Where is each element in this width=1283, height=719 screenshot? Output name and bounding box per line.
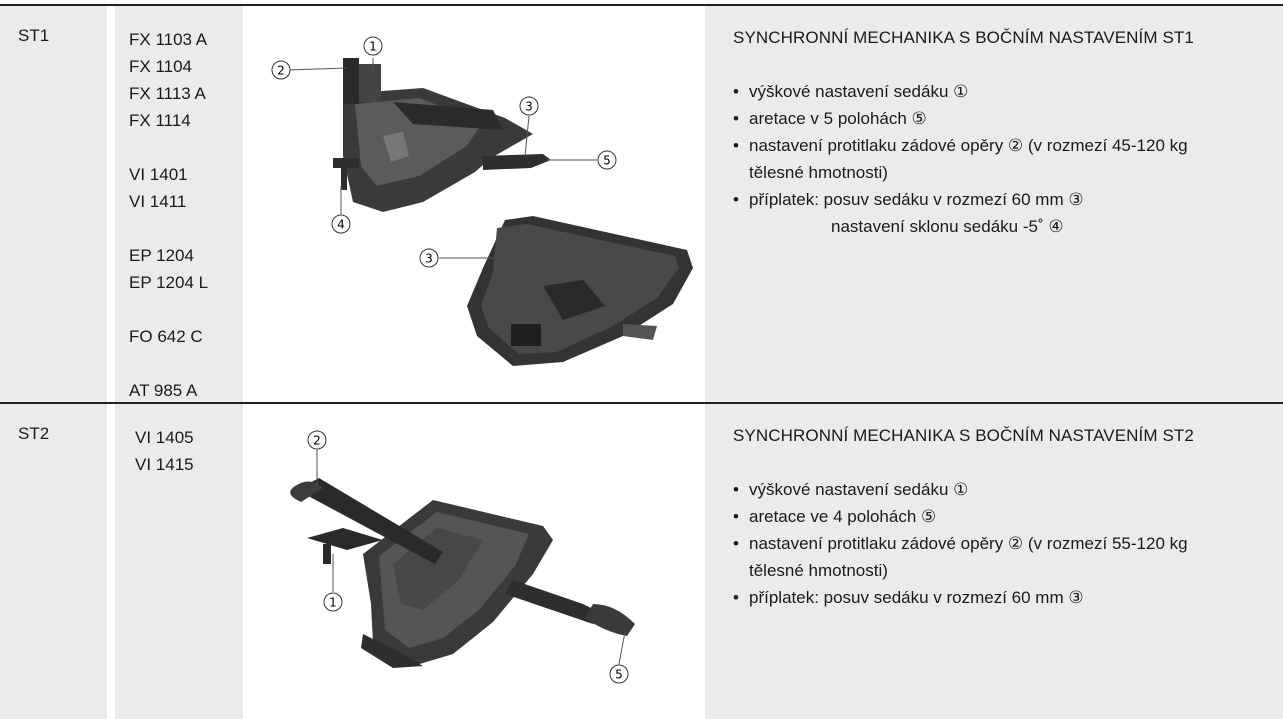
feature-list: výškové nastavení sedáku ① aretace v 5 p… (733, 78, 1188, 240)
image-cell: 1 2 3 4 5 3 (243, 6, 705, 404)
mechanism-st2-view (290, 478, 635, 668)
feature-item: aretace ve 4 polohách ⑤ (733, 503, 1188, 530)
model-item: VI 1401 (129, 165, 188, 184)
feature-line: tělesné hmotnosti) (749, 163, 888, 182)
models-cell: VI 1405 VI 1415 (115, 404, 243, 719)
model-item: VI 1411 (129, 192, 187, 211)
feature-item: výškové nastavení sedáku ① (733, 476, 1188, 503)
svg-text:5: 5 (615, 668, 623, 682)
model-item: FX 1103 A (129, 30, 208, 49)
feature-line: tělesné hmotnosti) (749, 561, 888, 580)
table-row-st1: ST1 FX 1103 A FX 1104 FX 1113 A FX 1114 … (0, 4, 1283, 404)
model-list: VI 1405 VI 1415 (135, 424, 194, 478)
feature-list: výškové nastavení sedáku ① aretace ve 4 … (733, 476, 1188, 611)
model-item: FX 1104 (129, 57, 193, 76)
mechanism-illustration: 2 1 5 (290, 430, 635, 684)
table-row-st2: ST2 VI 1405 VI 1415 (0, 402, 1283, 719)
feature-line: nastavení protitlaku zádové opěry ② (v r… (749, 136, 1188, 155)
model-item: VI 1405 (135, 428, 194, 447)
callout-2: 2 (271, 60, 291, 80)
description-cell: SYNCHRONNÍ MECHANIKA S BOČNÍM NASTAVENÍM… (705, 404, 1283, 719)
feature-item: výškové nastavení sedáku ① (733, 78, 1188, 105)
callout-1: 1 (323, 592, 343, 612)
callout-2: 2 (307, 430, 327, 450)
code-cell: ST1 (0, 6, 107, 404)
svg-text:5: 5 (603, 154, 611, 168)
mechanism-st1-top-view (333, 58, 551, 212)
mechanism-code: ST2 (18, 424, 50, 443)
mechanism-st1-seat-view (467, 216, 693, 366)
feature-item: aretace v 5 polohách ⑤ (733, 105, 1188, 132)
callout-3-seat: 3 (419, 248, 439, 268)
description-title: SYNCHRONNÍ MECHANIKA S BOČNÍM NASTAVENÍM… (733, 426, 1194, 445)
callout-3: 3 (519, 96, 539, 116)
description-cell: SYNCHRONNÍ MECHANIKA S BOČNÍM NASTAVENÍM… (705, 6, 1283, 404)
code-cell: ST2 (0, 404, 107, 719)
model-list: FX 1103 A FX 1104 FX 1113 A FX 1114 VI 1… (129, 26, 208, 404)
feature-item: nastavení protitlaku zádové opěry ② (v r… (733, 132, 1188, 186)
model-item: FX 1114 (129, 111, 191, 130)
models-cell: FX 1103 A FX 1104 FX 1113 A FX 1114 VI 1… (115, 6, 243, 404)
model-item: AT 985 A (129, 381, 198, 400)
callout-4: 4 (331, 214, 351, 234)
svg-text:3: 3 (425, 252, 433, 266)
svg-text:3: 3 (525, 100, 533, 114)
feature-line: nastavení protitlaku zádové opěry ② (v r… (749, 534, 1188, 553)
svg-text:2: 2 (313, 434, 321, 448)
mechanism-code: ST1 (18, 26, 50, 45)
feature-line: příplatek: posuv sedáku v rozmezí 60 mm … (749, 190, 1084, 209)
feature-line: nastavení sklonu sedáku -5˚ ④ (831, 217, 1064, 236)
svg-text:4: 4 (337, 218, 345, 232)
model-item: FO 642 C (129, 327, 203, 346)
callout-markers: 2 1 5 (307, 430, 629, 684)
model-item: EP 1204 (129, 246, 194, 265)
mechanism-illustration: 1 2 3 4 5 3 (271, 36, 693, 366)
description-title: SYNCHRONNÍ MECHANIKA S BOČNÍM NASTAVENÍM… (733, 28, 1194, 47)
callout-5: 5 (609, 664, 629, 684)
model-item: EP 1204 L (129, 273, 209, 292)
model-item: FX 1113 A (129, 84, 206, 103)
callout-1: 1 (363, 36, 383, 56)
svg-text:1: 1 (329, 596, 337, 610)
feature-item: příplatek: posuv sedáku v rozmezí 60 mm … (733, 584, 1188, 611)
callout-5: 5 (597, 150, 617, 170)
feature-item: příplatek: posuv sedáku v rozmezí 60 mm … (733, 186, 1188, 240)
feature-item: nastavení protitlaku zádové opěry ② (v r… (733, 530, 1188, 584)
model-item: VI 1415 (135, 455, 194, 474)
svg-text:2: 2 (277, 64, 285, 78)
callout-markers: 1 2 3 4 5 3 (271, 36, 617, 268)
image-cell: 2 1 5 (243, 404, 705, 719)
svg-text:1: 1 (369, 40, 377, 54)
